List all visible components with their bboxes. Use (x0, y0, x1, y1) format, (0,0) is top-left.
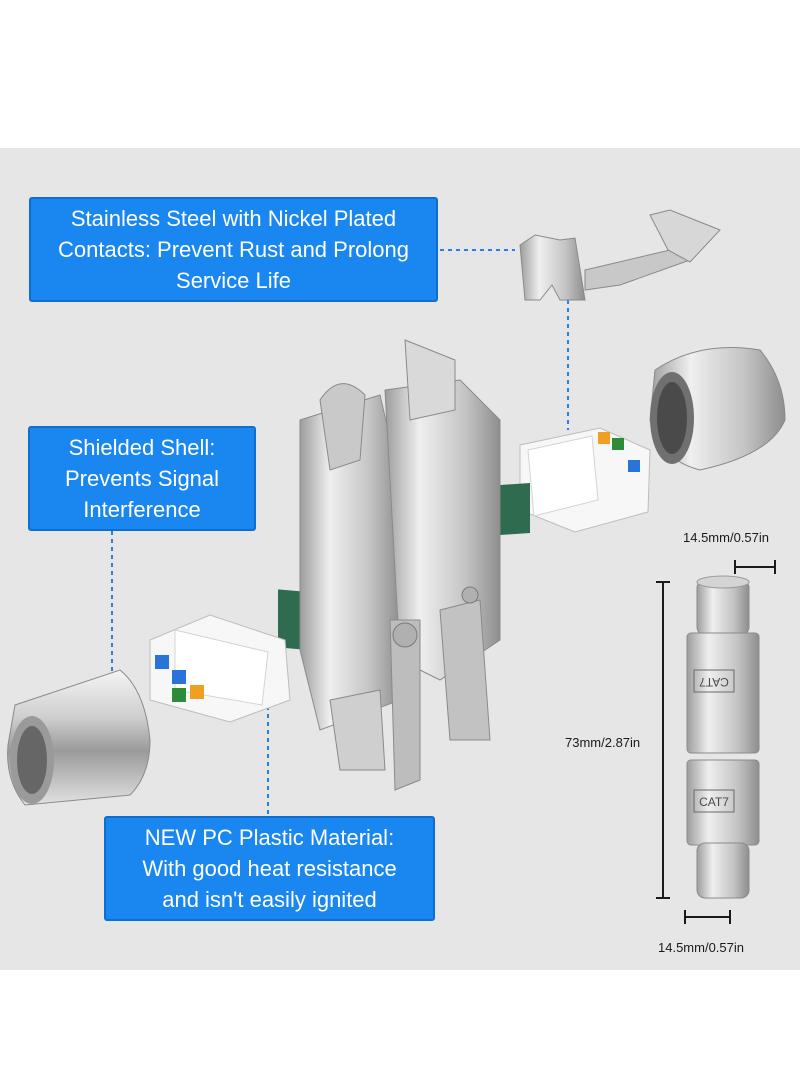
callout-line: Shielded Shell: (68, 435, 216, 460)
cat-label-top: CAT7 (699, 675, 729, 689)
callout-line: and isn't easily ignited (162, 887, 377, 912)
top-sleeve (649, 347, 786, 471)
assembled-connector (686, 575, 760, 899)
left-sleeve (7, 669, 151, 806)
callout-pc-plastic: NEW PC Plastic Material: With good heat … (104, 816, 435, 921)
steel-contact-part (519, 209, 721, 301)
callout-line: Prevents Signal (64, 466, 220, 491)
left-terminal-block (149, 614, 291, 723)
callout-line: With good heat resistance (142, 856, 397, 881)
dimension-top-width: 14.5mm/0.57in (683, 530, 769, 545)
dimension-lines (656, 560, 776, 924)
callout-line: Stainless Steel with Nickel Plated (70, 206, 397, 231)
callout-shielded-shell: Shielded Shell: Prevents Signal Interfer… (28, 426, 256, 531)
callout-line: Service Life (176, 268, 291, 293)
callout-line: Contacts: Prevent Rust and Prolong (58, 237, 409, 262)
callout-line: Interference (83, 497, 201, 522)
right-terminal-block (519, 427, 651, 533)
cat-label-bottom: CAT7 (699, 795, 729, 809)
callout-line: NEW PC Plastic Material: (144, 825, 395, 850)
central-connector-body (278, 339, 530, 791)
callout-stainless-steel: Stainless Steel with Nickel Plated Conta… (29, 197, 438, 302)
dimension-bottom-width: 14.5mm/0.57in (658, 940, 744, 955)
dimension-height: 73mm/2.87in (565, 735, 641, 750)
leader-lines (111, 249, 569, 816)
